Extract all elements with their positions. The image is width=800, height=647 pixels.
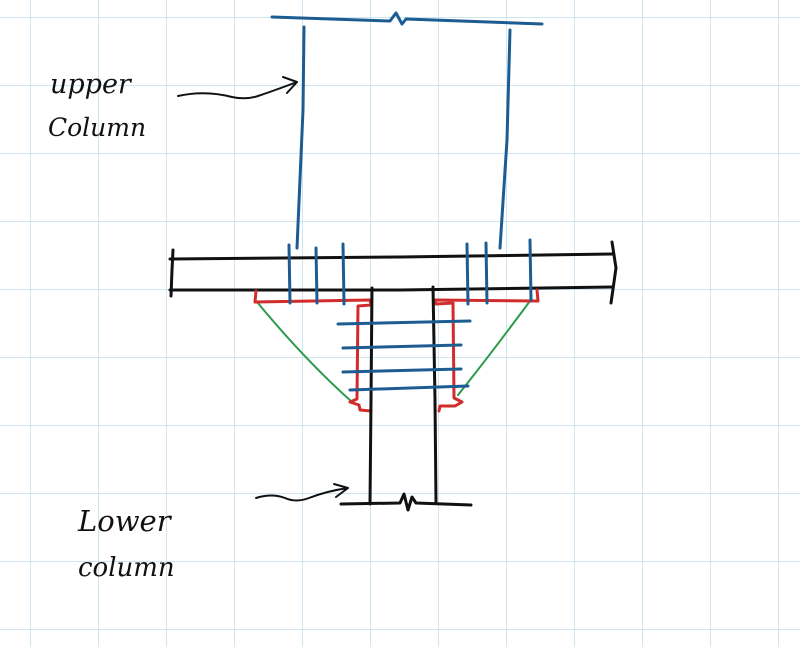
lower-column-leader-arrow bbox=[255, 483, 349, 502]
upper-column-top-break-line bbox=[270, 11, 544, 26]
flare-tie-2 bbox=[341, 343, 463, 350]
red-left-bracket bbox=[253, 289, 373, 413]
haunch-left bbox=[256, 301, 353, 403]
upper-column-leader-arrow bbox=[177, 76, 298, 100]
floor-slab bbox=[168, 240, 618, 305]
slab-left-end bbox=[169, 248, 175, 298]
lower-column-left-face bbox=[368, 286, 374, 506]
upper-column-right-bar bbox=[498, 28, 512, 250]
slab-bar-right-2 bbox=[484, 241, 489, 305]
slab-bar-right-3 bbox=[528, 238, 533, 302]
slab-vertical-bars bbox=[287, 238, 533, 306]
drop-panel-outline bbox=[253, 288, 540, 413]
flare-tie-1 bbox=[336, 319, 472, 326]
upper-column bbox=[270, 11, 544, 250]
lower-column-label: Lower column bbox=[77, 504, 175, 583]
slab-bar-left-3 bbox=[341, 242, 346, 306]
lower-column-label-line-2: column bbox=[78, 553, 175, 583]
haunch-outline bbox=[256, 300, 531, 403]
slab-top-line bbox=[168, 252, 614, 261]
flare-tie-4 bbox=[348, 384, 470, 392]
slab-bottom-line bbox=[168, 285, 614, 292]
slab-right-end bbox=[609, 240, 618, 305]
lower-column-label-line-1: Lower bbox=[77, 504, 173, 538]
lower-column-bottom-break-line bbox=[339, 492, 473, 512]
upper-column-left-bar bbox=[295, 25, 306, 250]
red-right-bracket bbox=[433, 288, 540, 413]
upper-column-label-line-2: Column bbox=[48, 113, 146, 142]
upper-column-label-line-1: upper bbox=[50, 69, 133, 100]
lower-column bbox=[339, 285, 473, 512]
flare-tie-3 bbox=[341, 367, 463, 374]
flare-ties bbox=[336, 319, 472, 392]
slab-bar-left-1 bbox=[287, 243, 292, 305]
leader-arrows bbox=[177, 76, 349, 502]
slab-bar-right-1 bbox=[465, 242, 470, 306]
haunch-right bbox=[457, 300, 531, 396]
upper-column-label: upper Column bbox=[48, 69, 146, 142]
lower-column-right-face bbox=[431, 285, 438, 505]
slab-bar-left-2 bbox=[314, 246, 319, 305]
